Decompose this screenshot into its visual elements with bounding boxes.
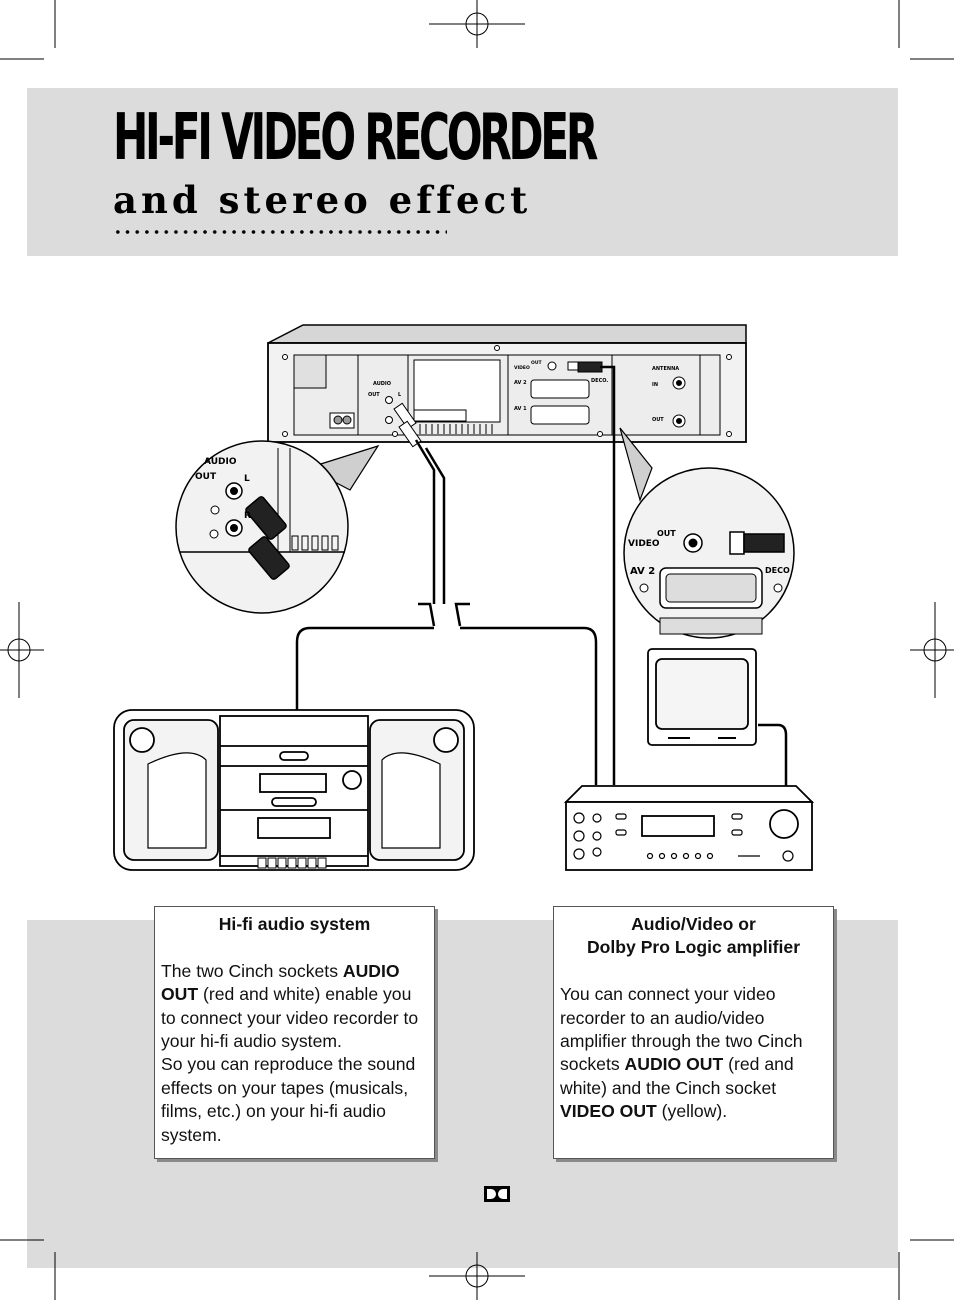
vcr-video-label: VIDEO [514,365,530,371]
registration-mark-icon [910,602,954,698]
hifi-audio-out-term: AUDIO OUT [161,960,400,1005]
hifi-text: The two Cinch sockets [161,960,343,981]
video-cable [600,365,616,785]
amp-paragraph: You can connect your video recorder to a… [560,983,827,1123]
television [647,648,757,746]
registration-mark-icon [0,602,44,698]
zoom-audio-label: AUDIO [204,457,237,467]
hifi-paragraph-2: So you can reproduce the sound effects o… [161,1054,416,1145]
av-amplifier [563,785,815,871]
hifi-system [113,709,475,871]
vcr-audio-label: AUDIO [373,381,391,387]
vcr-in-label: IN [652,382,658,388]
hifi-heading: Hi-fi audio system [218,914,371,934]
vcr-antenna-label: ANTENNA [652,366,679,372]
vcr-av2-label: AV 2 [514,380,527,386]
hifi-text: (red and white) enable you to connect yo… [161,984,419,1052]
vcr-deco-label: DECO. [591,378,608,384]
amp-text: (red and white) and the Cinch socket [560,1054,794,1098]
vcr-out-label: OUT [368,392,380,398]
hifi-info-box: Hi-fi audio system The two Cinch sockets… [154,906,435,1159]
rca-plug-icon [245,496,290,580]
zoom-video-out: OUT VIDEO AV 2 DECO [623,467,795,639]
vcr-video-out-label: OUT [531,360,542,366]
dotted-rule [113,228,447,236]
tv-cable [758,723,788,786]
vcr-antenna-out-label: OUT [652,417,664,423]
audio-cable [295,439,598,785]
amp-heading-line-1: Audio/Video or [631,914,756,934]
dolby-logo-icon [484,1186,510,1202]
amp-audio-out-term: AUDIO OUT [624,1054,724,1075]
hifi-paragraph-1: The two Cinch sockets AUDIO OUT (red and… [161,960,428,1054]
zoom-left-label: L [244,474,250,484]
registration-mark-icon [429,1252,525,1300]
vcr-left-label: L [398,392,402,398]
zoom-audio-out: AUDIO OUT L R [175,440,349,614]
vcr-rear-panel [267,324,747,443]
zoom-deco-label: DECO [765,566,790,575]
page-title: HI-FI VIDEO RECORDER [113,101,598,175]
amplifier-info-box: Audio/Video or Dolby Pro Logic amplifier… [553,906,834,1159]
zoom-video-out-label: OUT [657,529,676,538]
vcr-av1-label: AV 1 [514,406,527,412]
page-subtitle: and stereo effect [113,178,532,222]
amp-text: You can connect your video recorder to a… [560,984,803,1075]
registration-mark-icon [429,0,525,48]
amp-text: (yellow). [656,1101,728,1122]
zoom-out-label: OUT [195,472,217,482]
amp-heading-line-2: Dolby Pro Logic amplifier [586,937,801,958]
amp-video-out-term: VIDEO OUT [560,1101,657,1122]
rca-plug-icon [729,531,785,555]
zoom-video-label: VIDEO [628,539,660,549]
zoom-av2-label: AV 2 [630,566,655,577]
zoom-right-label: R [244,511,251,521]
